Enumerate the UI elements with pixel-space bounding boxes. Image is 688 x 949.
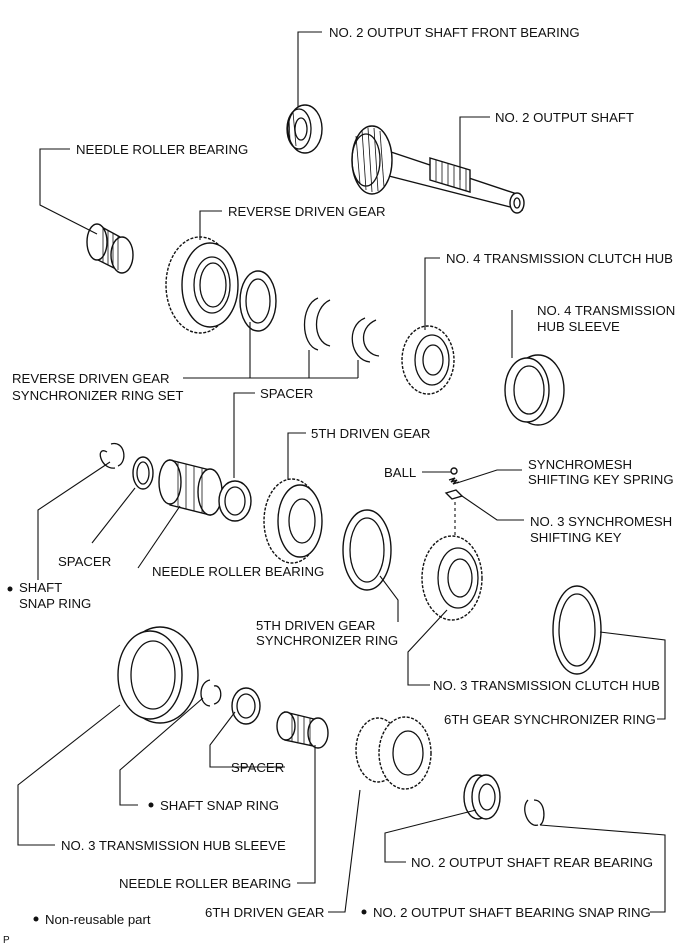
no3-hub-sleeve-drawing xyxy=(117,626,199,724)
fifth-sync-ring-drawing xyxy=(342,509,392,591)
black-dot-icon xyxy=(33,916,39,922)
label-fifth-sync-ring-line1: 5TH DRIVEN GEAR xyxy=(256,618,375,633)
label-no3-synchromesh-key-line1: NO. 3 SYNCHROMESH xyxy=(530,514,672,529)
label-synchromesh-key-spring-line1: SYNCHROMESH xyxy=(528,457,632,472)
no3-clutch-hub-drawing xyxy=(421,535,483,621)
output-shaft-drawing xyxy=(351,125,525,214)
black-dot-icon xyxy=(7,586,13,592)
label-shaft-snap-ring-top-line2: SNAP RING xyxy=(19,596,91,611)
spacer-bottom-drawing xyxy=(231,687,261,725)
snap-ring-bottom-drawing xyxy=(200,679,222,707)
bearing-snap-ring-drawing xyxy=(524,799,545,826)
reverse-sync-ring-set-drawing xyxy=(239,270,380,363)
label-spacer-bottom: SPACER xyxy=(231,760,284,775)
front-bearing-drawing xyxy=(286,104,323,154)
label-shaft-snap-ring-top-line1: SHAFT xyxy=(19,580,62,595)
label-no2-output-shaft-rear-bearing: NO. 2 OUTPUT SHAFT REAR BEARING xyxy=(411,855,653,870)
label-no2-output-shaft-front-bearing: NO. 2 OUTPUT SHAFT FRONT BEARING xyxy=(329,25,580,40)
part-labels: NO. 2 OUTPUT SHAFT FRONT BEARING NO. 2 O… xyxy=(12,25,675,920)
ball-spring-key-drawing xyxy=(444,467,464,545)
label-no2-output-shaft: NO. 2 OUTPUT SHAFT xyxy=(495,110,634,125)
label-needle-roller-bearing-top: NEEDLE ROLLER BEARING xyxy=(76,142,248,157)
label-no3-synchromesh-key-line2: SHIFTING KEY xyxy=(530,530,622,545)
black-dot-icon xyxy=(361,909,367,915)
black-dot-icon xyxy=(148,802,154,808)
spacer-top-drawing xyxy=(218,480,252,522)
label-synchromesh-key-spring-line2: SHIFTING KEY SPRING xyxy=(528,472,674,487)
label-no3-transmission-clutch-hub: NO. 3 TRANSMISSION CLUTCH HUB xyxy=(433,678,660,693)
label-reverse-sync-ring-set-line2: SYNCHRONIZER RING SET xyxy=(12,388,183,403)
non-reusable-markers xyxy=(7,586,367,922)
spacer-mid-drawing xyxy=(132,456,154,490)
needle-bearing-mid-drawing xyxy=(158,459,223,516)
sixth-sync-ring-drawing xyxy=(552,585,602,675)
label-spacer-top: SPACER xyxy=(260,386,313,401)
label-no4-transmission-clutch-hub: NO. 4 TRANSMISSION CLUTCH HUB xyxy=(446,251,673,266)
label-sixth-driven-gear: 6TH DRIVEN GEAR xyxy=(205,905,324,920)
fifth-gear-drawing xyxy=(263,478,323,564)
no4-clutch-hub-drawing xyxy=(401,325,455,395)
rear-bearing-drawing xyxy=(463,774,501,820)
label-reverse-driven-gear: REVERSE DRIVEN GEAR xyxy=(228,204,386,219)
snap-ring-top-drawing xyxy=(99,442,125,469)
legend-non-reusable-part: Non-reusable part xyxy=(45,912,151,927)
label-no3-transmission-hub-sleeve: NO. 3 TRANSMISSION HUB SLEEVE xyxy=(61,838,286,853)
reverse-gear-drawing xyxy=(165,236,239,334)
label-ball: BALL xyxy=(384,465,416,480)
needle-bearing-top-drawing xyxy=(86,223,134,274)
label-spacer-mid: SPACER xyxy=(58,554,111,569)
label-needle-roller-bearing-mid: NEEDLE ROLLER BEARING xyxy=(152,564,324,579)
no4-hub-sleeve-drawing xyxy=(504,354,565,426)
leader-lines xyxy=(17,31,666,913)
sixth-gear-drawing xyxy=(355,716,432,790)
label-needle-roller-bearing-bottom: NEEDLE ROLLER BEARING xyxy=(119,876,291,891)
label-fifth-sync-ring-line2: SYNCHRONIZER RING xyxy=(256,633,398,648)
needle-bearing-bottom-drawing xyxy=(276,711,329,749)
label-reverse-sync-ring-set-line1: REVERSE DRIVEN GEAR xyxy=(12,371,170,386)
label-no4-hub-sleeve-line2: HUB SLEEVE xyxy=(537,319,620,334)
label-shaft-snap-ring-bottom: SHAFT SNAP RING xyxy=(160,798,279,813)
label-no2-output-shaft-bearing-snap-ring: NO. 2 OUTPUT SHAFT BEARING SNAP RING xyxy=(373,905,651,920)
label-no4-hub-sleeve-line1: NO. 4 TRANSMISSION xyxy=(537,303,675,318)
label-fifth-driven-gear: 5TH DRIVEN GEAR xyxy=(311,426,430,441)
label-sixth-gear-sync-ring: 6TH GEAR SYNCHRONIZER RING xyxy=(444,712,656,727)
corner-mark: P xyxy=(3,935,10,946)
